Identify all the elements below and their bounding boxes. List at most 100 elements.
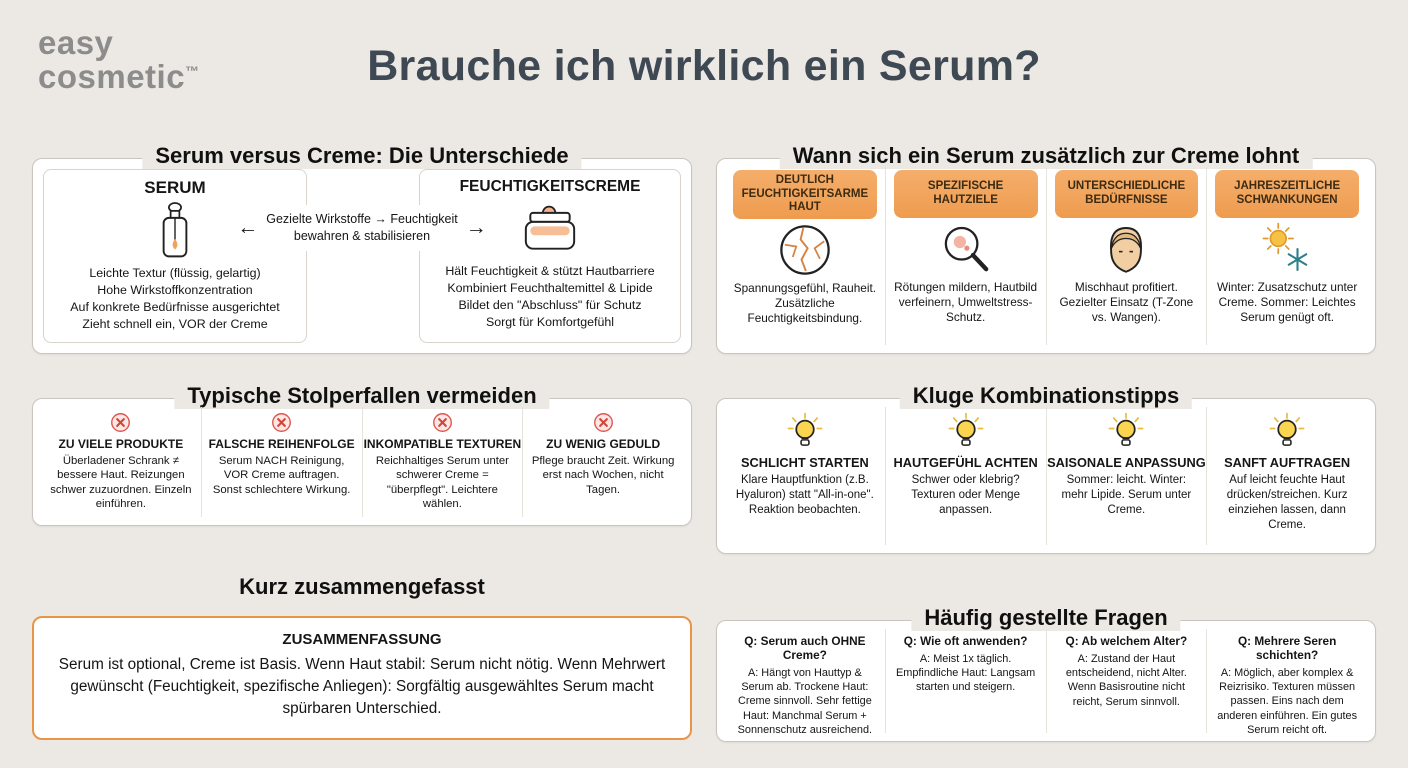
- brand-logo-line2: cosmetic™: [38, 58, 200, 96]
- serum-column: SERUM Leichte Textur (flüssig, gelartig)…: [43, 169, 307, 343]
- tip-title: SCHLICHT STARTEN: [741, 455, 869, 470]
- benefit-columns: DEUTLICH FEUCHTIGKEITSARME HAUT Spannung…: [725, 167, 1367, 345]
- serum-property: Auf konkrete Bedürfnisse ausgerichtet: [70, 299, 280, 314]
- brand-logo-line1: easy: [38, 24, 114, 61]
- error-cross-icon: [110, 412, 131, 433]
- panel-title: Kluge Kombinationstipps: [899, 383, 1193, 409]
- faq-answer: A: Zustand der Haut entscheidend, nicht …: [1065, 653, 1187, 708]
- creme-property: Bildet den "Abschluss" für Schutz: [458, 297, 642, 312]
- pitfall-title: ZU WENIG GEDULD: [546, 437, 661, 451]
- benefit-text: Rötungen mildern, Hautbild verfeinern, U…: [894, 280, 1038, 325]
- flow-caption-line2: bewahren & stabilisieren: [293, 228, 431, 243]
- panel-pitfalls: Typische Stolperfallen vermeiden ZU VIEL…: [32, 383, 692, 526]
- pitfall-title: ZU VIELE PRODUKTE: [58, 437, 184, 451]
- faq-question: Q: Ab welchem Alter?: [1065, 634, 1188, 648]
- benefit-text: Spannungsgefühl, Rauheit. Zusätzliche Fe…: [733, 280, 877, 325]
- tip-text: Klare Hauptfunktion (z.B. Hyaluron) stat…: [735, 474, 874, 516]
- panel-title: Serum versus Creme: Die Unterschiede: [142, 143, 582, 169]
- tip-title: SAISONALE ANPASSUNG: [1047, 455, 1206, 470]
- brand-logo: easy cosmetic™: [38, 24, 200, 96]
- benefit-item: SPEZIFISCHE HAUTZIELE Rötungen mildern, …: [884, 167, 1046, 345]
- serum-property: Hohe Wirkstoffkonzentration: [97, 282, 253, 297]
- benefit-item: UNTERSCHIEDLICHE BEDÜRFNISSE Mischhaut p…: [1045, 167, 1207, 345]
- tip-item: SCHLICHT STARTEN Klare Hauptfunktion (z.…: [725, 407, 885, 545]
- faq-item: Q: Ab welchem Alter? A: Zustand der Haut…: [1045, 629, 1207, 733]
- tip-text: Schwer oder klebrig? Texturen oder Menge…: [911, 474, 1020, 516]
- pitfall-text: Überladener Schrank ≠ bessere Haut. Reiz…: [50, 455, 192, 511]
- comparison-flow: ← Gezielte Wirkstoffe → Feuchtigkeit bew…: [229, 205, 495, 251]
- tip-item: SANFT AUFTRAGEN Auf leicht feuchte Haut …: [1206, 407, 1367, 545]
- serum-property: Leichte Textur (flüssig, gelartig): [89, 266, 261, 280]
- benefit-item: DEUTLICH FEUCHTIGKEITSARME HAUT Spannung…: [725, 167, 885, 345]
- creme-property: Hält Feuchtigkeit & stützt Hautbarriere: [445, 264, 655, 278]
- creme-heading: FEUCHTIGKEITSCREME: [459, 178, 641, 195]
- benefit-text: Winter: Zusatzschutz unter Creme. Sommer…: [1216, 280, 1358, 325]
- panel-title: Häufig gestellte Fragen: [911, 605, 1181, 631]
- error-cross-icon: [432, 412, 453, 433]
- pitfall-text: Reichhaltiges Serum unter schwerer Creme…: [375, 455, 509, 511]
- sun-snowflake-icon: [1259, 218, 1315, 280]
- serum-properties: Leichte Textur (flüssig, gelartig) Hohe …: [48, 265, 302, 332]
- summary-heading: Kurz zusammengefasst: [239, 574, 485, 599]
- creme-property: Kombiniert Feuchthaltemittel & Lipide: [447, 280, 653, 295]
- serum-property: Zieht schnell ein, VOR der Creme: [82, 316, 268, 331]
- tip-text: Sommer: leicht. Winter: mehr Lipide. Ser…: [1061, 474, 1192, 516]
- faq-columns: Q: Serum auch OHNE Creme? A: Hängt von H…: [725, 629, 1367, 736]
- panel-when-serum-worth-it: Wann sich ein Serum zusätzlich zur Creme…: [716, 143, 1376, 354]
- tip-item: SAISONALE ANPASSUNG Sommer: leicht. Wint…: [1045, 407, 1207, 545]
- benefit-item: JAHRESZEITLICHE SCHWANKUNGEN Winter: Zus…: [1206, 167, 1367, 345]
- benefit-badge: JAHRESZEITLICHE SCHWANKUNGEN: [1215, 170, 1359, 218]
- panel-serum-vs-creme: Serum versus Creme: Die Unterschiede SER…: [32, 143, 692, 354]
- creme-property: Sorgt für Komfortgefühl: [485, 314, 615, 329]
- serum-heading: SERUM: [144, 178, 206, 197]
- tip-text: Auf leicht feuchte Haut drücken/streiche…: [1226, 474, 1348, 531]
- pitfall-item: ZU VIELE PRODUKTE Überladener Schrank ≠ …: [41, 407, 201, 517]
- pitfall-item: ZU WENIG GEDULD Pflege braucht Zeit. Wir…: [522, 407, 683, 517]
- face-icon: [1098, 218, 1154, 280]
- faq-item: Q: Serum auch OHNE Creme? A: Hängt von H…: [725, 629, 885, 736]
- pitfall-title: INKOMPATIBLE TEXTUREN: [363, 437, 522, 451]
- panel-title: Typische Stolperfallen vermeiden: [174, 383, 550, 409]
- cracked-dry-skin-icon: [777, 219, 833, 281]
- lightbulb-icon: [945, 411, 987, 453]
- faq-question: Q: Wie oft anwenden?: [903, 634, 1028, 648]
- pitfall-text: Pflege braucht Zeit. Wirkung erst nach W…: [531, 455, 675, 496]
- magnifier-skin-icon: [938, 218, 994, 280]
- arrow-left-icon: ←: [237, 215, 259, 239]
- tip-columns: SCHLICHT STARTEN Klare Hauptfunktion (z.…: [725, 407, 1367, 545]
- flow-caption-line1: Gezielte Wirkstoffe → Feuchtigkeit: [266, 212, 458, 226]
- panel-faq: Häufig gestellte Fragen Q: Serum auch OH…: [716, 605, 1376, 742]
- panel-combination-tips: Kluge Kombinationstipps SCHLICHT STARTEN…: [716, 383, 1376, 554]
- error-cross-icon: [271, 412, 292, 433]
- pitfall-title: FALSCHE REIHENFOLGE: [208, 437, 355, 451]
- lightbulb-icon: [784, 411, 826, 453]
- summary-text: Serum ist optional, Creme ist Basis. Wen…: [58, 656, 666, 718]
- faq-answer: A: Meist 1x täglich. Empfindliche Haut: …: [896, 653, 1036, 694]
- pitfall-columns: ZU VIELE PRODUKTE Überladener Schrank ≠ …: [41, 407, 683, 517]
- summary-box-title: ZUSAMMENFASSUNG: [282, 631, 442, 648]
- error-cross-icon: [593, 412, 614, 433]
- faq-question: Q: Mehrere Seren schichten?: [1237, 634, 1337, 662]
- benefit-badge: UNTERSCHIEDLICHE BEDÜRFNISSE: [1054, 170, 1199, 218]
- panel-title: Wann sich ein Serum zusätzlich zur Creme…: [779, 143, 1313, 169]
- benefit-badge: DEUTLICH FEUCHTIGKEITSARME HAUT: [733, 170, 877, 219]
- faq-answer: A: Möglich, aber komplex & Reizrisiko. T…: [1217, 667, 1358, 736]
- creme-column: FEUCHTIGKEITSCREME Hält Feuchtigkeit & s…: [419, 169, 681, 343]
- trademark-symbol: ™: [185, 63, 200, 80]
- tip-title: HAUTGEFÜHL ACHTEN: [893, 455, 1038, 470]
- pitfall-item: FALSCHE REIHENFOLGE Serum NACH Reinigung…: [200, 407, 362, 517]
- benefit-text: Mischhaut profitiert. Gezielter Einsatz …: [1059, 280, 1194, 325]
- benefit-badge: SPEZIFISCHE HAUTZIELE: [893, 170, 1038, 218]
- tip-title: SANFT AUFTRAGEN: [1224, 455, 1351, 470]
- arrow-right-icon: →: [465, 215, 487, 239]
- faq-answer: A: Hängt von Hauttyp & Serum ab. Trocken…: [737, 667, 873, 736]
- summary-box: ZUSAMMENFASSUNG Serum ist optional, Crem…: [32, 616, 692, 740]
- lightbulb-icon: [1266, 411, 1308, 453]
- creme-properties: Hält Feuchtigkeit & stützt Hautbarriere …: [424, 263, 676, 330]
- pitfall-text: Serum NACH Reinigung, VOR Creme auftrage…: [212, 455, 351, 496]
- faq-question: Q: Serum auch OHNE Creme?: [744, 634, 866, 662]
- page-title: Brauche ich wirklich ein Serum?: [367, 42, 1041, 90]
- pitfall-item: INKOMPATIBLE TEXTUREN Reichhaltiges Seru…: [361, 407, 523, 517]
- flow-caption: Gezielte Wirkstoffe → Feuchtigkeit bewah…: [266, 211, 458, 245]
- lightbulb-icon: [1105, 411, 1147, 453]
